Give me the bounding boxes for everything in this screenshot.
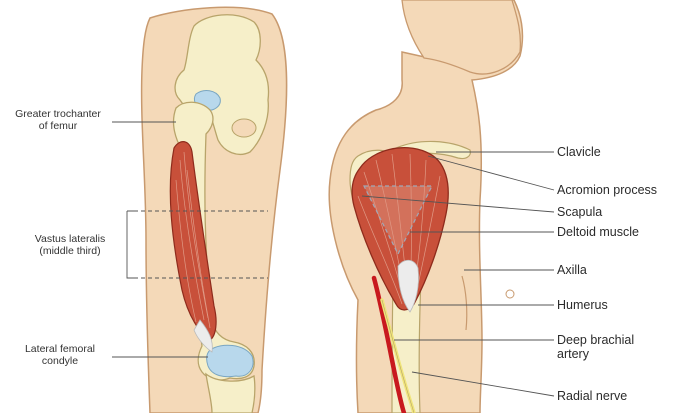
label-humerus: Humerus	[557, 298, 608, 312]
label-acromion-process-text: Acromion process	[557, 183, 657, 197]
nipple-mark	[506, 290, 514, 298]
label-greater-trochanter: Greater trochanter of femur	[2, 108, 114, 132]
label-radial-nerve-text: Radial nerve	[557, 389, 627, 403]
obturator-foramen	[232, 119, 256, 137]
label-deep-brachial-artery-line2: artery	[557, 347, 634, 361]
label-deep-brachial-artery-line1: Deep brachial	[557, 333, 634, 347]
label-deep-brachial-artery: Deep brachial artery	[557, 333, 634, 361]
thigh-figure	[142, 7, 287, 413]
label-humerus-text: Humerus	[557, 298, 608, 312]
label-clavicle-text: Clavicle	[557, 145, 601, 159]
label-lateral-femoral-condyle-line2: condyle	[4, 355, 116, 367]
label-greater-trochanter-line1: Greater trochanter	[2, 108, 114, 120]
label-lateral-femoral-condyle-line1: Lateral femoral	[4, 343, 116, 355]
label-deltoid-muscle: Deltoid muscle	[557, 225, 639, 239]
torso-figure	[329, 0, 522, 413]
label-clavicle: Clavicle	[557, 145, 601, 159]
label-radial-nerve: Radial nerve	[557, 389, 627, 403]
label-acromion-process: Acromion process	[557, 183, 657, 197]
label-lateral-femoral-condyle: Lateral femoral condyle	[4, 343, 116, 367]
label-vastus-lateralis-line1: Vastus lateralis	[14, 233, 126, 245]
label-greater-trochanter-line2: of femur	[2, 120, 114, 132]
label-axilla: Axilla	[557, 263, 587, 277]
label-deltoid-muscle-text: Deltoid muscle	[557, 225, 639, 239]
label-scapula: Scapula	[557, 205, 602, 219]
knee-cartilage	[207, 345, 253, 376]
label-vastus-lateralis-line2: (middle third)	[14, 245, 126, 257]
label-axilla-text: Axilla	[557, 263, 587, 277]
label-vastus-lateralis: Vastus lateralis (middle third)	[14, 233, 126, 257]
label-scapula-text: Scapula	[557, 205, 602, 219]
